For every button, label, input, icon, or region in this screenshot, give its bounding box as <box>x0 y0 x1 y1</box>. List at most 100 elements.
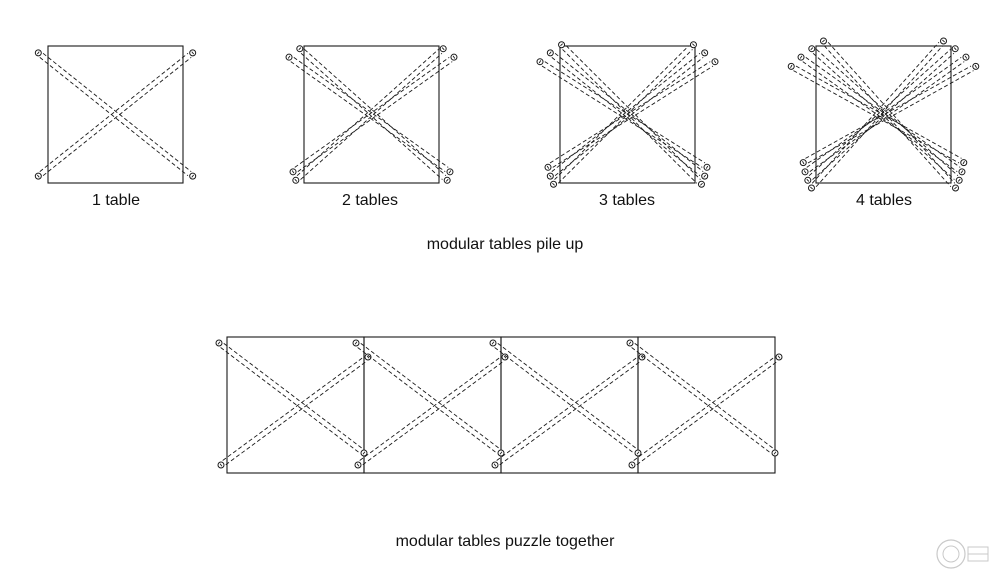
puzzle-table-top <box>637 336 776 474</box>
leg-end-notch <box>548 51 552 55</box>
leg-end-notch <box>291 170 295 174</box>
leg-dashed-edge <box>294 57 450 168</box>
leg-dashed-edge <box>808 49 951 177</box>
leg-dashed-edge <box>497 342 637 449</box>
leg-dashed-edge <box>565 45 701 180</box>
leg-dashed-edge <box>811 41 940 184</box>
table-leg-2 <box>352 339 505 457</box>
leg-dashed-edge <box>549 61 711 164</box>
leg-dashed-edge <box>360 342 500 449</box>
leg-dashed-edge <box>552 65 714 168</box>
leg-end-notch <box>692 43 695 47</box>
table-leg-1 <box>217 353 372 469</box>
leg-end-notch <box>822 39 825 43</box>
leg-dashed-edge <box>300 52 443 180</box>
leg-end-notch <box>957 178 961 182</box>
pile-up-title: modular tables pile up <box>426 236 584 253</box>
puzzle-row <box>215 336 783 474</box>
leg-dashed-edge <box>362 361 504 466</box>
leg-dashed-edge <box>290 61 446 172</box>
leg-dashed-edge <box>554 57 704 177</box>
table-leg-0 <box>536 58 711 171</box>
leg-dashed-edge <box>633 356 775 461</box>
table-leg-5 <box>550 41 697 188</box>
table-leg-6 <box>819 37 960 192</box>
leg-end-notch <box>560 43 563 47</box>
table-leg-3 <box>354 353 509 469</box>
site-logo-icon <box>936 539 989 569</box>
leg-end-notch <box>703 174 707 178</box>
leg-dashed-edge <box>225 361 367 466</box>
table-leg-5 <box>804 45 959 184</box>
table-leg-0 <box>285 53 454 176</box>
leg-dashed-edge <box>809 61 965 172</box>
leg-dashed-edge <box>812 52 955 180</box>
leg-end-notch <box>493 463 497 467</box>
table-leg-0 <box>34 49 197 180</box>
leg-dashed-edge <box>554 45 690 180</box>
leg-dashed-edge <box>827 41 956 184</box>
leg-end-notch <box>777 355 781 359</box>
leg-end-notch <box>552 182 555 186</box>
leg-end-notch <box>36 174 40 178</box>
table-leg-3 <box>292 45 447 184</box>
leg-dashed-edge <box>42 57 192 177</box>
leg-dashed-edge <box>357 347 497 454</box>
leg-dashed-edge <box>551 57 701 177</box>
leg-end-notch <box>287 55 291 59</box>
leg-dashed-edge <box>541 65 703 168</box>
leg-dashed-edge <box>823 45 952 188</box>
diagram-1-table <box>34 45 197 184</box>
leg-dashed-edge <box>300 52 443 180</box>
leg-dashed-edge <box>806 57 962 168</box>
leg-dashed-edge <box>39 57 189 177</box>
table-leg-0 <box>215 339 368 457</box>
leg-end-notch <box>298 47 302 51</box>
leg-end-notch <box>356 463 360 467</box>
leg-end-notch <box>499 451 503 455</box>
leg-dashed-edge <box>494 347 634 454</box>
leg-end-notch <box>713 60 717 64</box>
table-leg-1 <box>544 58 719 171</box>
leg-end-notch <box>503 355 507 359</box>
leg-end-notch <box>362 451 366 455</box>
leg-end-notch <box>441 47 445 51</box>
leg-end-notch <box>366 355 370 359</box>
table-top <box>559 45 696 184</box>
leg-dashed-edge <box>499 361 641 466</box>
leg-end-notch <box>548 174 552 178</box>
leg-end-notch <box>799 55 803 59</box>
leg-end-notch <box>294 178 298 182</box>
leg-dashed-edge <box>42 52 192 172</box>
leg-dashed-edge <box>222 356 364 461</box>
table-leg-5 <box>491 353 646 469</box>
leg-dashed-edge <box>793 70 960 164</box>
leg-end-notch <box>802 161 805 165</box>
leg-end-notch <box>964 55 968 59</box>
leg-end-notch <box>217 341 221 345</box>
caption-2-tables: 2 tables <box>341 192 399 209</box>
leg-end-notch <box>962 161 965 165</box>
leg-end-notch <box>191 51 195 55</box>
leg-dashed-edge <box>297 61 453 172</box>
leg-dashed-edge <box>631 347 771 454</box>
diagram-2-tables <box>285 45 458 184</box>
leg-end-notch <box>810 186 813 190</box>
table-leg-1 <box>289 53 458 176</box>
leg-dashed-edge <box>551 52 701 172</box>
leg-end-notch <box>445 178 449 182</box>
leg-dashed-edge <box>807 70 974 164</box>
puzzle-table-top <box>500 336 639 474</box>
leg-dashed-edge <box>544 61 706 164</box>
leg-end-notch <box>36 51 40 55</box>
leg-dashed-edge <box>296 49 439 177</box>
leg-dashed-edge <box>562 49 698 184</box>
leg-end-notch <box>705 165 709 169</box>
table-leg-3 <box>546 49 709 180</box>
leg-end-notch <box>803 170 807 174</box>
leg-end-notch <box>700 182 703 186</box>
leg-dashed-edge <box>223 342 363 449</box>
leg-end-notch <box>219 463 223 467</box>
leg-dashed-edge <box>557 49 693 184</box>
leg-dashed-edge <box>39 52 189 172</box>
